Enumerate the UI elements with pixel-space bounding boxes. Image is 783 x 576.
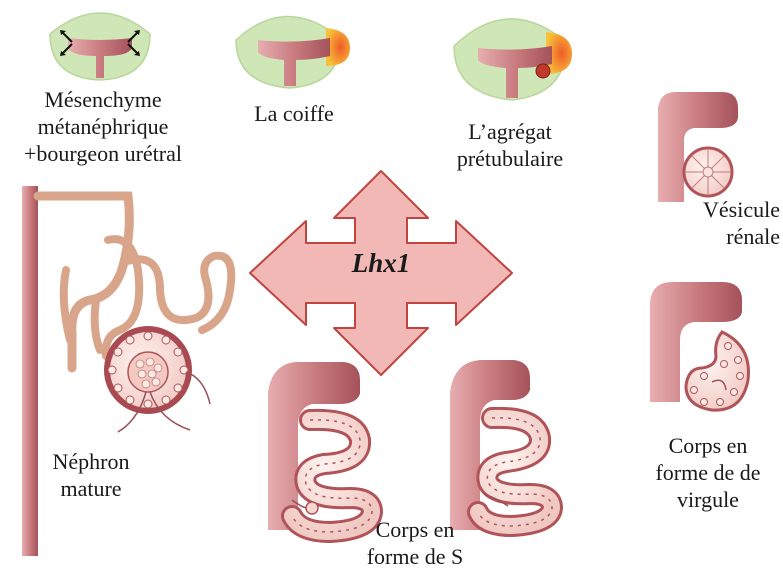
- label-comma: Corps en forme de de virgule: [652, 432, 764, 513]
- label-vesicle: Vésicule rénale: [680, 196, 780, 250]
- comma-illustration: [650, 282, 748, 410]
- aggregate-illustration: [454, 19, 572, 100]
- vesicle-illustration: [658, 92, 738, 202]
- lhx1-gene-label: Lhx1: [311, 248, 451, 279]
- label-aggregate: L’agrégat prétubulaire: [440, 118, 580, 172]
- label-s-shaped: Corps en forme de S: [360, 516, 470, 570]
- cap-illustration: [236, 16, 350, 88]
- s-shaped-illustration-2: [450, 360, 552, 530]
- label-mature: Néphron mature: [36, 448, 146, 502]
- label-cap: La coiffe: [236, 100, 352, 127]
- mesenchyme-illustration: [50, 13, 150, 80]
- s-shaped-illustration-1: [268, 362, 372, 532]
- label-mesenchyme: Mésenchyme métanéphrique +bourgeon urétr…: [0, 86, 206, 167]
